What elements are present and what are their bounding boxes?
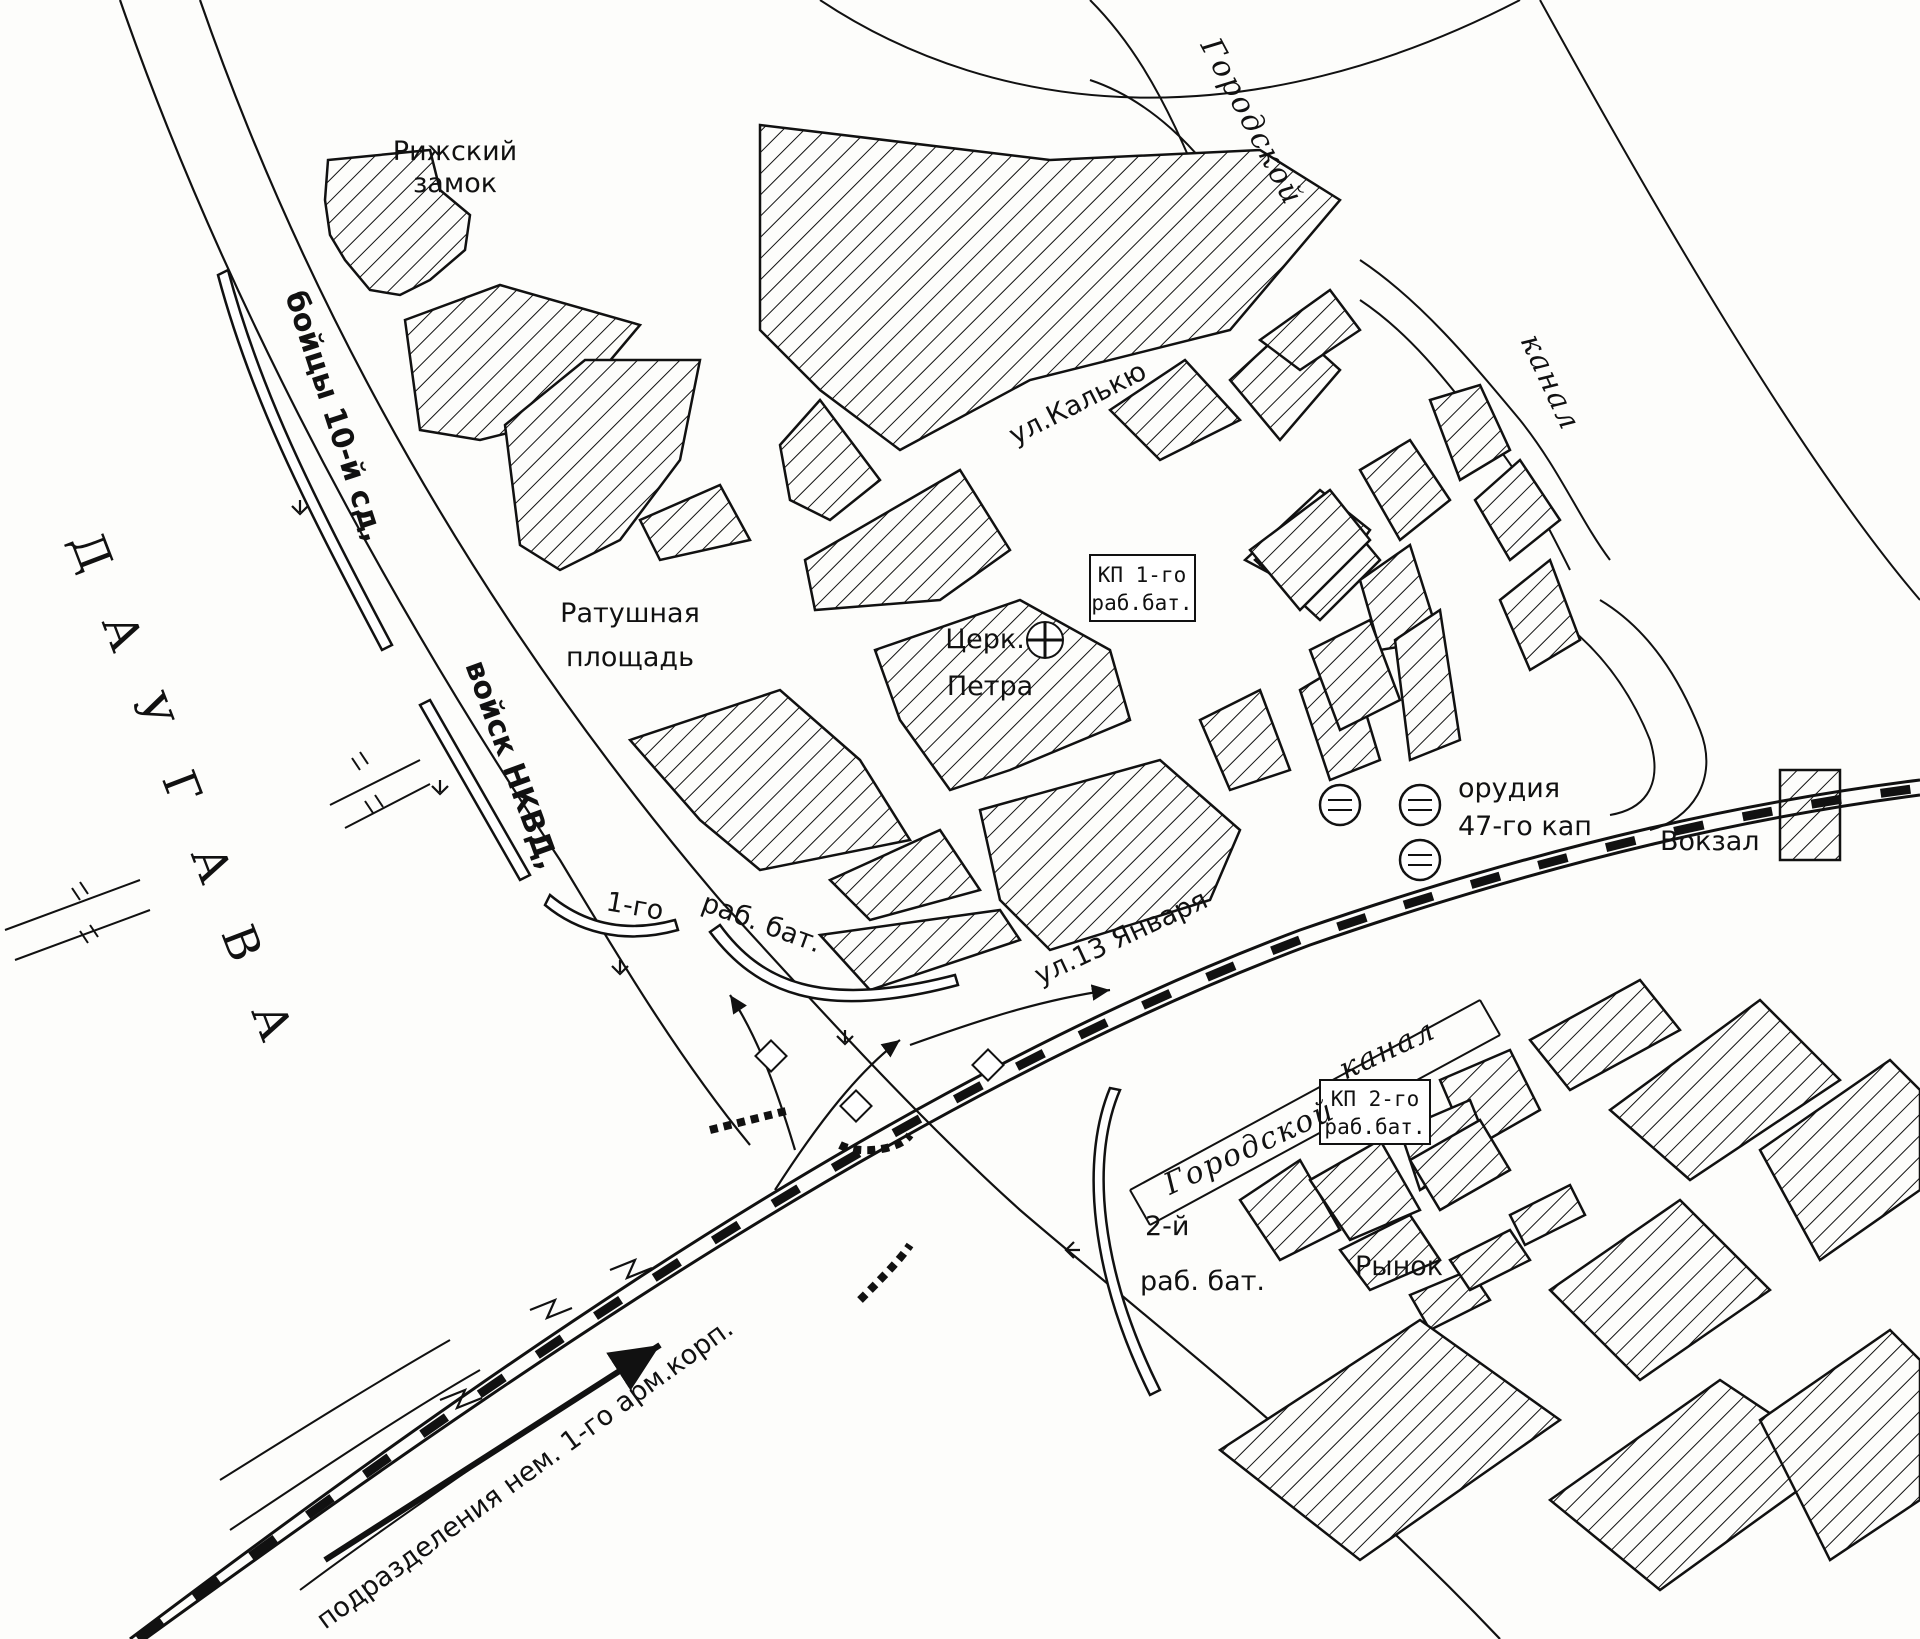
block (1358, 438, 1452, 542)
church-label-2: Петра (947, 671, 1033, 702)
front-2-bat (1092, 1086, 1162, 1397)
block (1498, 557, 1582, 672)
church-icon (1026, 621, 1064, 659)
block (1528, 978, 1682, 1092)
front-nkvd (418, 698, 532, 882)
block (1308, 618, 1402, 732)
riga-castle-label-1: Рижский (393, 136, 517, 167)
block (1257, 288, 1362, 372)
block (1548, 1198, 1772, 1382)
block (1248, 488, 1372, 612)
unit-2-bat-label-1: 2-й (1145, 1211, 1189, 1242)
guns-label-1: орудия (1458, 773, 1560, 804)
front-1-bat-b (708, 923, 960, 1003)
front-10-sd (216, 268, 394, 652)
kp1-line1: КП 1-го (1098, 563, 1187, 587)
ratusha-label-1: Ратушная (560, 598, 700, 629)
block (873, 598, 1132, 792)
front-lines (216, 268, 1162, 1397)
riga-castle-block (323, 148, 472, 297)
block (817, 908, 1022, 992)
railway (129, 778, 1920, 1639)
kp1-line2: раб.бат. (1091, 591, 1192, 615)
church-label-1: Церк. (945, 624, 1025, 655)
kp1-box: КП 1-го раб.бат. (1089, 554, 1196, 622)
front-1-bat-a (543, 893, 680, 938)
block (1448, 1228, 1532, 1292)
block (1308, 1138, 1422, 1242)
block (1608, 998, 1842, 1182)
block (758, 123, 1342, 452)
block (1198, 688, 1292, 792)
canal-right-label: канал (1513, 329, 1588, 437)
riga-castle-label-2: замок (413, 168, 497, 199)
kp2-line1: КП 2-го (1331, 1087, 1420, 1111)
city-blocks (323, 123, 1920, 1592)
block (778, 398, 882, 522)
block (803, 468, 1012, 612)
block (1758, 1058, 1920, 1262)
block (638, 483, 752, 562)
ratusha-label-2: площадь (566, 642, 694, 673)
kp2-box: КП 2-го раб.бат. (1319, 1079, 1431, 1145)
market-label: Рынок (1355, 1251, 1443, 1282)
block (1473, 458, 1562, 562)
attack-arrows (323, 984, 1111, 1563)
block (1217, 1318, 1563, 1562)
block (503, 358, 702, 572)
block (978, 758, 1242, 952)
block (627, 688, 913, 872)
block (1393, 607, 1462, 762)
unit-1-bat-label-b: раб. бат. (698, 887, 826, 959)
block (1758, 1328, 1920, 1562)
riverbank (118, 0, 1920, 1639)
river-label: ДАУГАВА (60, 525, 322, 1095)
block (827, 828, 983, 922)
block (1238, 1158, 1342, 1262)
block (1508, 1183, 1587, 1247)
block (1108, 358, 1243, 462)
guns-label-2: 47-го кап (1458, 811, 1592, 842)
unit-1-bat-label-a: 1-го (604, 886, 666, 927)
bridges (4, 751, 431, 961)
guns-47-kap (1318, 783, 1442, 882)
unit-2-bat-label-2: раб. бат. (1140, 1266, 1265, 1297)
station-label: Вокзал (1660, 826, 1760, 857)
block (1338, 1213, 1442, 1292)
block (1408, 1118, 1512, 1212)
kp2-line2: раб.бат. (1324, 1115, 1425, 1139)
block (1428, 383, 1512, 482)
